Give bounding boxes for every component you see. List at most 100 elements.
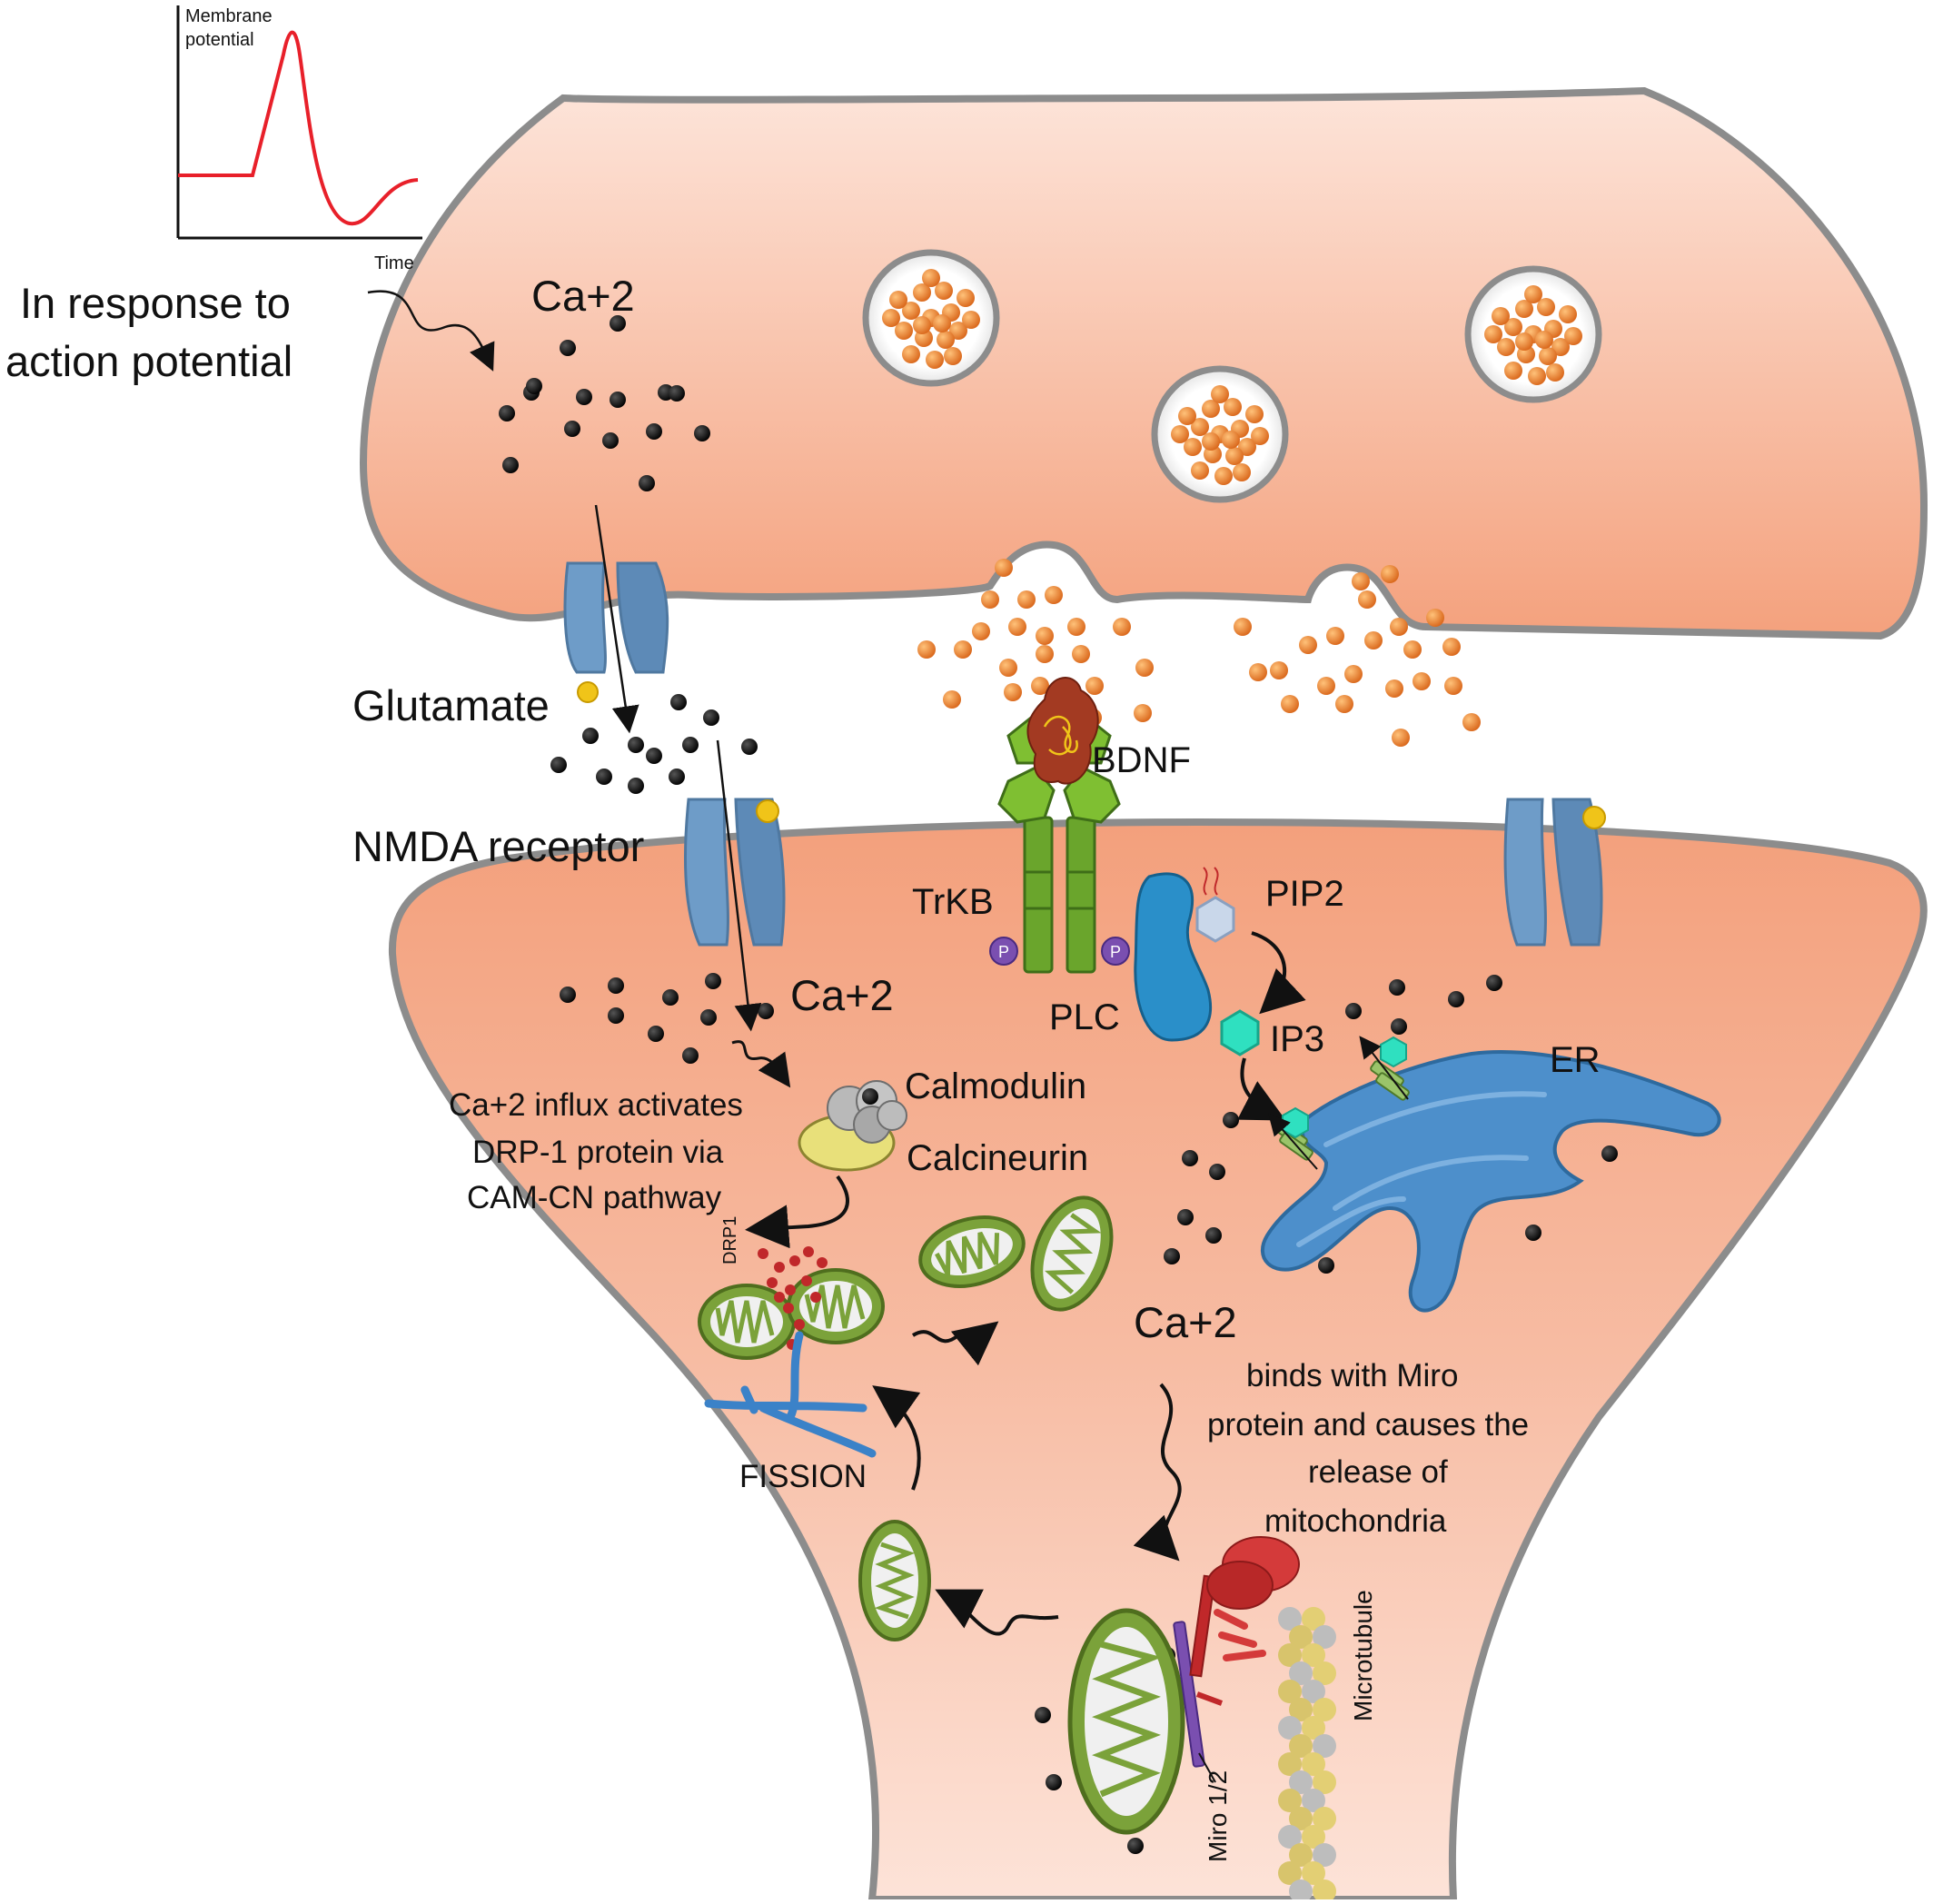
calcium-ion [550, 757, 567, 773]
neurotransmitter-molecule [1036, 627, 1054, 645]
tubulin-subunit [1289, 1661, 1313, 1685]
calcium-ion [862, 1088, 878, 1105]
calcium-ion [502, 457, 519, 473]
neurotransmitter-molecule [1444, 677, 1462, 695]
pip2-to-ip3-arrow [1251, 931, 1306, 1015]
neurotransmitter-molecule [902, 302, 920, 320]
tubulin-subunit [1313, 1879, 1336, 1903]
neurotransmitter-molecule [1352, 572, 1370, 590]
neurotransmitter-molecule [1234, 618, 1252, 636]
drp1-protein [794, 1319, 805, 1330]
neurotransmitter-molecule [1390, 618, 1408, 636]
calcium-ion [1345, 1003, 1362, 1019]
tubulin-subunit [1278, 1789, 1302, 1812]
neurotransmitter-molecule [1113, 618, 1131, 636]
tubulin-subunit [1313, 1734, 1336, 1758]
neurotransmitter-molecule [913, 316, 931, 334]
drp1-protein [758, 1246, 828, 1350]
tubulin-subunit [1289, 1843, 1313, 1867]
action-potential-trace [178, 30, 419, 226]
phospho-label: P [1110, 943, 1121, 961]
microtubule [1278, 1607, 1336, 1903]
drp1-protein [810, 1292, 821, 1303]
neurotransmitter-molecule [1528, 367, 1546, 385]
neurotransmitter-molecule [1492, 307, 1510, 325]
neurotransmitter-molecule [1564, 327, 1582, 345]
calcium-ion [646, 748, 662, 764]
neurotransmitter-molecule [1546, 363, 1564, 382]
calcium-ion [1209, 1164, 1225, 1180]
calcium-ion [694, 425, 710, 441]
neurotransmitter-molecule [1222, 431, 1240, 449]
presynaptic-calcium-channel [563, 561, 669, 703]
neurotransmitter-molecule [902, 345, 920, 363]
miro-label: Miro 1/2 [1204, 1770, 1232, 1862]
tubulin-subunit [1289, 1879, 1313, 1903]
neurotransmitter-molecule [1364, 631, 1383, 650]
neurotransmitter-molecule [926, 351, 944, 369]
neurotransmitter-molecule [1413, 672, 1431, 690]
calcium-ion [582, 728, 599, 744]
calcium-ion [703, 709, 719, 726]
neurotransmitter-molecule [913, 283, 931, 302]
miro-text-4: mitochondria [1264, 1503, 1447, 1539]
neurotransmitter-molecule [1504, 318, 1522, 336]
influx-text-1: Ca+2 influx activates [449, 1087, 743, 1123]
tubulin-subunit [1278, 1825, 1302, 1849]
neurotransmitter-molecule [1134, 704, 1152, 722]
fission-product-arrow [911, 1321, 999, 1366]
tubulin-subunit [1313, 1807, 1336, 1830]
neurotransmitter-molecule [999, 659, 1017, 677]
tubulin-subunit [1289, 1625, 1313, 1649]
tubulin-subunit [1278, 1716, 1302, 1740]
calcium-ion [705, 973, 721, 989]
neurotransmitter-molecule [1462, 713, 1481, 731]
neurotransmitter-molecule [954, 640, 972, 659]
calcium-ion [526, 378, 542, 394]
ip3-molecule [1220, 1009, 1260, 1056]
calcium-ion [669, 769, 685, 785]
neurotransmitter-molecule [1067, 618, 1085, 636]
neurotransmitter-molecule [935, 282, 953, 300]
neurotransmitter-molecule [1551, 338, 1570, 356]
graph-y-label-1: Membrane [185, 6, 273, 26]
drp1-protein [774, 1262, 785, 1273]
neurotransmitter-molecule [1537, 298, 1555, 316]
neurotransmitter-molecule [1202, 432, 1220, 451]
drp1-protein [783, 1303, 794, 1314]
neurotransmitter-molecule [895, 322, 913, 340]
calcium-ion [608, 1007, 624, 1024]
miro-protein [1173, 1621, 1205, 1768]
mitochondrion-anchored [1067, 1608, 1185, 1835]
tubulin-subunit [1313, 1661, 1336, 1685]
neurotransmitter-molecule [949, 322, 967, 340]
drp1-protein [767, 1277, 778, 1288]
tubulin-subunit [1289, 1770, 1313, 1794]
calcium-ion [758, 1003, 774, 1019]
neurotransmitter-molecule [1497, 338, 1515, 356]
drp1-protein [803, 1246, 814, 1257]
miro-text-1: binds with Miro [1246, 1358, 1458, 1393]
tubulin-subunit [1302, 1716, 1325, 1740]
neurotransmitter-molecule [1238, 438, 1256, 456]
neurotransmitter-molecule [1085, 677, 1104, 695]
trak-adaptor [1195, 1691, 1224, 1706]
calcium-ion [576, 389, 592, 405]
neurotransmitter-molecule [1326, 627, 1344, 645]
neurotransmitter-molecule [917, 640, 936, 659]
drp1-protein [758, 1248, 768, 1259]
tubulin-subunit [1313, 1770, 1336, 1794]
calcium-ion [1182, 1150, 1198, 1166]
drp1-protein [774, 1292, 785, 1303]
tubulin-subunit [1278, 1680, 1302, 1703]
neurotransmitter-molecule [1317, 677, 1335, 695]
mitochondria-release-arrow [935, 1589, 1059, 1636]
neurotransmitter-molecule [1504, 362, 1522, 380]
calcium-ion [700, 1009, 717, 1026]
neurotransmitter-molecule [1392, 729, 1410, 747]
graph-y-label-2: potential [185, 30, 254, 50]
calcium-ion [608, 977, 624, 994]
neurotransmitter-molecule [1539, 347, 1557, 365]
glutamate-ligand [1582, 806, 1606, 829]
presynaptic-terminal [359, 86, 1928, 640]
